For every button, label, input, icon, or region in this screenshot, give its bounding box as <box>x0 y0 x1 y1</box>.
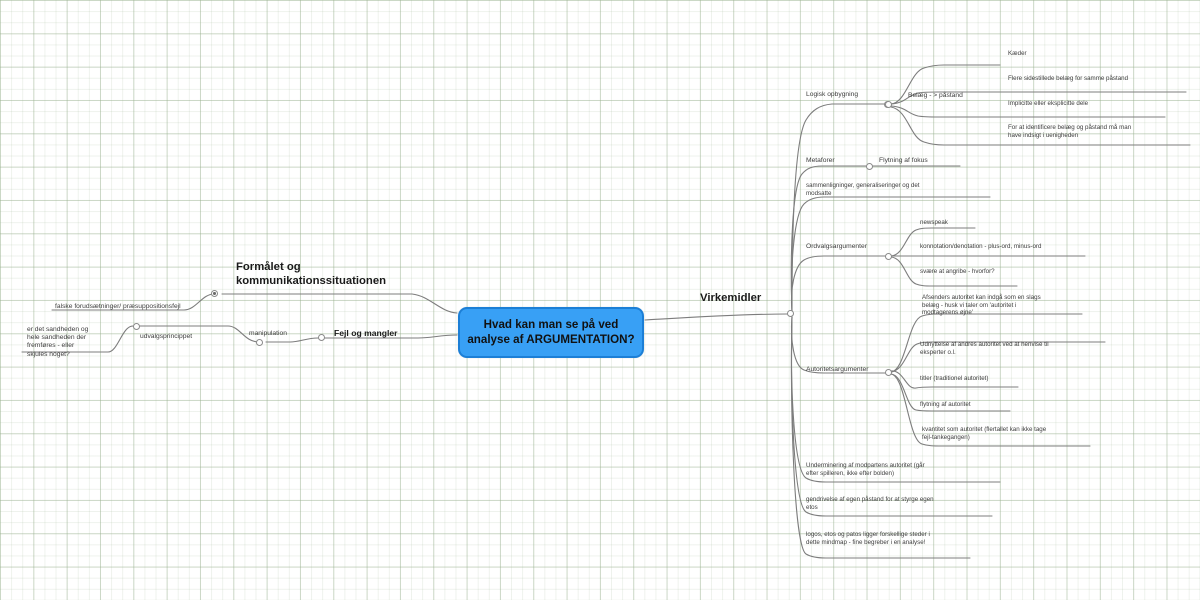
node-label-kvantitet-autoritet[interactable]: kvantitet som autoritet (flertallet kan … <box>922 426 1047 441</box>
node-dot-virkemidler[interactable] <box>787 310 794 317</box>
node-label-afsenders-autoritet[interactable]: Afsenders autoritet kan indgå som en sla… <box>922 294 1041 317</box>
branch-label-fejl-og-mangler[interactable]: Fejl og mangler <box>334 328 398 338</box>
wire-ordvalg-to-newspeak <box>890 227 976 257</box>
node-label-flere-sidestillede[interactable]: Flere sidestillede belæg for samme påsta… <box>1008 75 1129 82</box>
root-node[interactable]: Hvad kan man se på ved analyse af ARGUME… <box>458 307 644 359</box>
node-label-belaeg-paastand[interactable]: Belæg - > påstand <box>908 92 963 99</box>
node-label-udnyttelse-autoritet[interactable]: Udnyttelse af andres autoritet ved at he… <box>920 341 1049 356</box>
node-label-identificere-belaeg[interactable]: For at identificere belæg og påstand må … <box>1008 124 1132 139</box>
node-label-ordvalgsargumenter[interactable]: Ordvalgsargumenter <box>806 243 867 250</box>
node-dot-formaal[interactable] <box>211 290 218 297</box>
wire-belaeg-to-implicitte <box>890 105 1166 118</box>
node-label-flytning-af-fokus[interactable]: Flytning af fokus <box>879 157 928 164</box>
node-label-svaere-at-angribe[interactable]: svære at angribe - hvorfor? <box>920 268 995 275</box>
node-dot-belaeg[interactable] <box>885 101 892 108</box>
node-label-kaeder[interactable]: Kæder <box>1008 50 1027 57</box>
node-dot-manipulation[interactable] <box>256 339 263 346</box>
node-label-autoritetsargumenter[interactable]: Autoritetsargumenter <box>806 366 869 373</box>
node-label-logisk-opbygning[interactable]: Logisk opbygning <box>806 91 859 98</box>
wire-root-to-virkemidler <box>644 313 788 321</box>
node-dot-autoritet[interactable] <box>885 369 892 376</box>
node-label-flytning-af-autoritet[interactable]: flytning af autoritet <box>920 401 971 408</box>
node-label-logos-etos-patos[interactable]: logos, etos og patos ligger forskellige … <box>806 531 930 546</box>
node-dot-fejl[interactable] <box>318 334 325 341</box>
node-label-konnotation[interactable]: konnotation/denotation - plus-ord, minus… <box>920 243 1042 250</box>
branch-label-virkemidler[interactable]: Virkemidler <box>700 292 762 304</box>
wire-hub-to-autoritet <box>790 316 886 374</box>
node-label-gendrivelse[interactable]: gendrivelse af egen påstand for at styrg… <box>806 496 934 511</box>
node-dot-udvalgsprincippet[interactable] <box>133 323 140 330</box>
wire-root-to-formaal <box>221 293 458 314</box>
node-label-falske-forudsaetninger[interactable]: falske forudsætninger/ præsuppositionsfe… <box>55 303 181 310</box>
node-dot-metaforer[interactable] <box>866 163 873 170</box>
node-label-titler[interactable]: titler (traditionel autoritet) <box>920 375 989 382</box>
node-label-udvalgsprincippet[interactable]: udvalgsprincippet <box>140 333 193 340</box>
node-label-manipulation[interactable]: manipulation <box>249 330 287 337</box>
node-label-metaforer[interactable]: Metaforer <box>806 157 835 164</box>
node-label-newspeak[interactable]: newspeak <box>920 219 948 226</box>
node-label-sammenligninger[interactable]: sammenligninger, generaliseringer og det… <box>806 182 920 197</box>
branch-label-formaal[interactable]: Formålet og kommunikationssituationen <box>236 261 387 287</box>
node-label-implicitte[interactable]: Implicitte eller eksplicitte dele <box>1008 100 1089 107</box>
wire-fejl-to-manipulation <box>265 337 319 343</box>
wire-hub-to-logisk <box>791 103 886 312</box>
node-dot-ordvalg[interactable] <box>885 253 892 260</box>
node-label-sandheden[interactable]: er det sandheden og hele sandheden der f… <box>27 326 89 358</box>
node-label-underminering[interactable]: Underminering af modpartens autoritet (g… <box>806 462 925 477</box>
